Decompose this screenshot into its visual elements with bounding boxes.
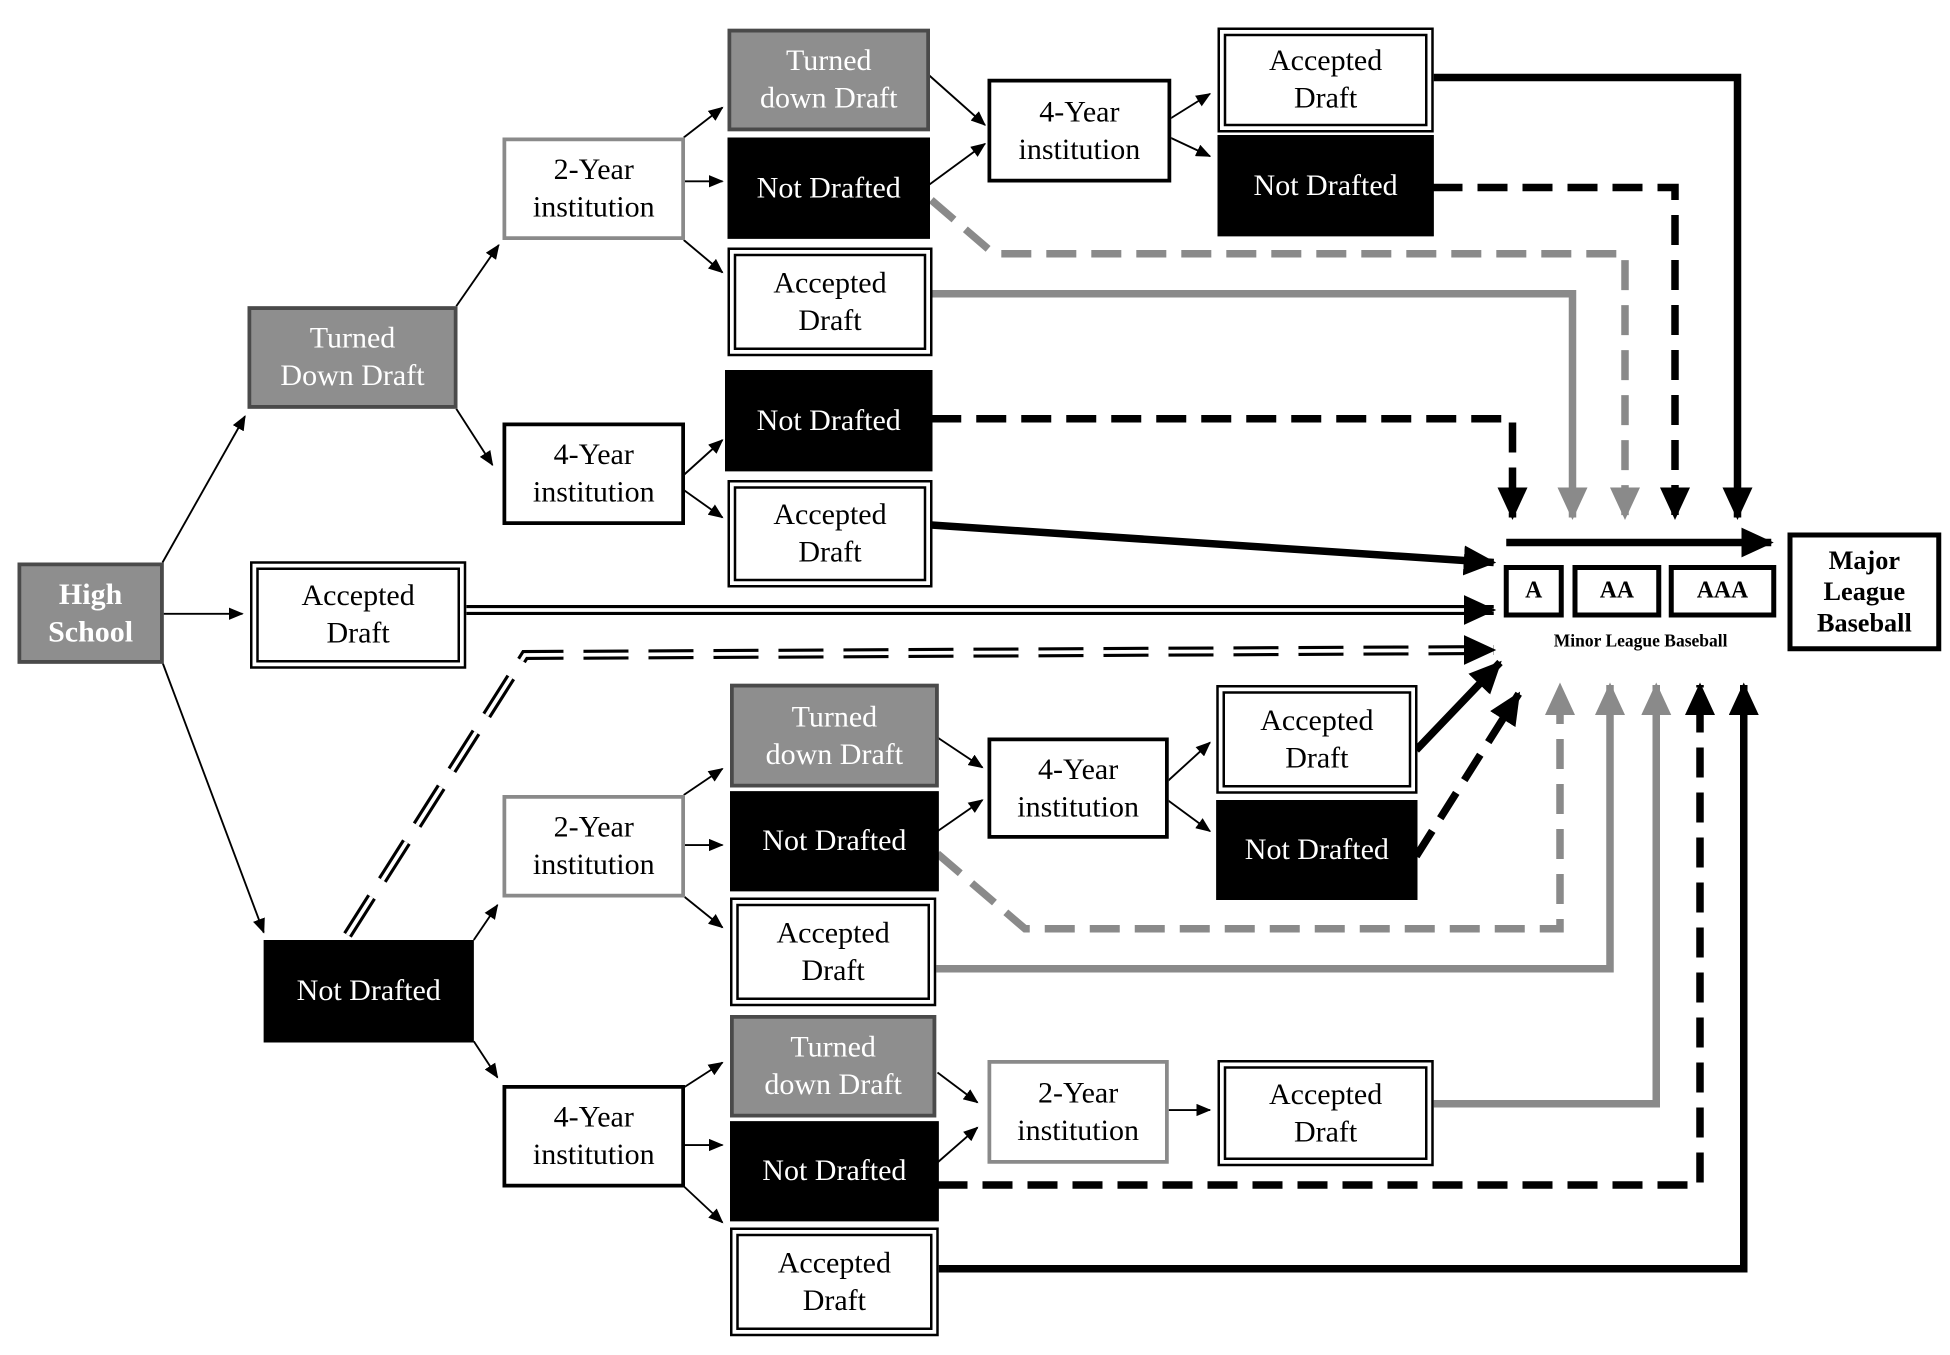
dashed-path-arrow bbox=[935, 682, 1575, 933]
dashed-path-arrow bbox=[1413, 691, 1522, 859]
node-l1-turned-down: Turned Down Draft bbox=[247, 306, 458, 409]
arrow-connector bbox=[1169, 92, 1212, 120]
node-b2-accepted: Accepted Draft bbox=[730, 897, 937, 1007]
node-b2-transfer-not-drafted: Not Drafted bbox=[1216, 800, 1418, 900]
arrow-connector bbox=[683, 1061, 724, 1089]
dashed-path-arrow bbox=[937, 682, 1715, 1189]
node-b4-accepted: Accepted Draft bbox=[730, 1227, 939, 1337]
arrow-connector bbox=[1169, 136, 1212, 158]
arrow-connector bbox=[472, 903, 499, 941]
node-b-2year: 2-Year institution bbox=[502, 795, 685, 898]
node-l1-not-drafted: Not Drafted bbox=[263, 940, 474, 1043]
arrow-connector bbox=[1166, 741, 1211, 782]
solid-path-arrow bbox=[937, 682, 1759, 1273]
arrow-connector bbox=[936, 1071, 979, 1104]
node-milb-aa: AA bbox=[1572, 565, 1662, 618]
solid-path-arrow bbox=[1432, 73, 1753, 520]
node-b4-not-drafted: Not Drafted bbox=[730, 1121, 939, 1222]
node-b4-transfer-accepted: Accepted Draft bbox=[1217, 1060, 1434, 1167]
solid-path-arrow bbox=[1413, 659, 1503, 753]
node-t-4year: 4-Year institution bbox=[502, 422, 685, 525]
arrow-connector bbox=[928, 74, 986, 126]
node-b2-turned-down: Turned down Draft bbox=[730, 683, 939, 788]
dashed-path-arrow bbox=[931, 415, 1528, 520]
node-t2-not-drafted: Not Drafted bbox=[727, 137, 930, 239]
solid-path-arrow bbox=[931, 521, 1497, 576]
arrow-connector bbox=[936, 1126, 979, 1164]
arrow-connector bbox=[928, 142, 987, 186]
minor-league-label: Minor League Baseball bbox=[1553, 632, 1728, 652]
node-b2-transfer-4year: 4-Year institution bbox=[987, 737, 1169, 839]
arrow-connector bbox=[683, 767, 724, 796]
arrow-connector bbox=[936, 799, 984, 833]
arrow-connector bbox=[683, 239, 724, 274]
arrow-connector bbox=[683, 106, 724, 139]
solid-path-arrow bbox=[931, 290, 1588, 520]
arrow-connector bbox=[455, 243, 500, 307]
node-t-2year: 2-Year institution bbox=[502, 137, 685, 240]
arrow-connector bbox=[161, 662, 265, 934]
solid-path-arrow bbox=[1432, 682, 1672, 1108]
node-milb-aaa: AAA bbox=[1668, 565, 1777, 618]
arrow-connector bbox=[683, 1185, 724, 1224]
node-mlb: Major League Baseball bbox=[1787, 532, 1942, 652]
solid-path-arrow bbox=[935, 682, 1625, 973]
dashed-path-arrow bbox=[928, 197, 1640, 520]
node-b4-turned-down: Turned down Draft bbox=[730, 1015, 937, 1118]
node-t2-accepted: Accepted Draft bbox=[727, 247, 933, 357]
arrow-connector bbox=[1166, 799, 1212, 833]
arrow-connector bbox=[455, 408, 494, 467]
arrow-connector bbox=[161, 415, 246, 563]
node-b2-not-drafted: Not Drafted bbox=[730, 791, 939, 892]
arrow-connector bbox=[936, 736, 984, 769]
node-b-4year: 4-Year institution bbox=[502, 1085, 685, 1188]
dashed-path-arrow bbox=[1432, 183, 1690, 520]
node-t2-transfer-4year: 4-Year institution bbox=[987, 78, 1172, 183]
double-path-inner bbox=[345, 648, 1494, 937]
node-t2-transfer-accepted: Accepted Draft bbox=[1217, 27, 1434, 133]
node-t2-turned-down: Turned down Draft bbox=[727, 28, 930, 132]
node-t4-not-drafted: Not Drafted bbox=[725, 370, 933, 472]
arrow-connector bbox=[683, 439, 724, 476]
arrow-connector bbox=[472, 1040, 499, 1079]
node-l1-accepted: Accepted Draft bbox=[250, 561, 467, 669]
node-b2-transfer-accepted: Accepted Draft bbox=[1216, 685, 1418, 794]
node-t4-accepted: Accepted Draft bbox=[727, 480, 933, 588]
node-high-school: High School bbox=[17, 562, 164, 664]
node-t2-transfer-not-drafted: Not Drafted bbox=[1217, 135, 1434, 237]
node-b4-transfer-2year: 2-Year institution bbox=[987, 1060, 1169, 1164]
arrow-connector bbox=[683, 895, 724, 929]
arrow-connector bbox=[683, 489, 724, 519]
node-milb-a: A bbox=[1503, 565, 1564, 618]
